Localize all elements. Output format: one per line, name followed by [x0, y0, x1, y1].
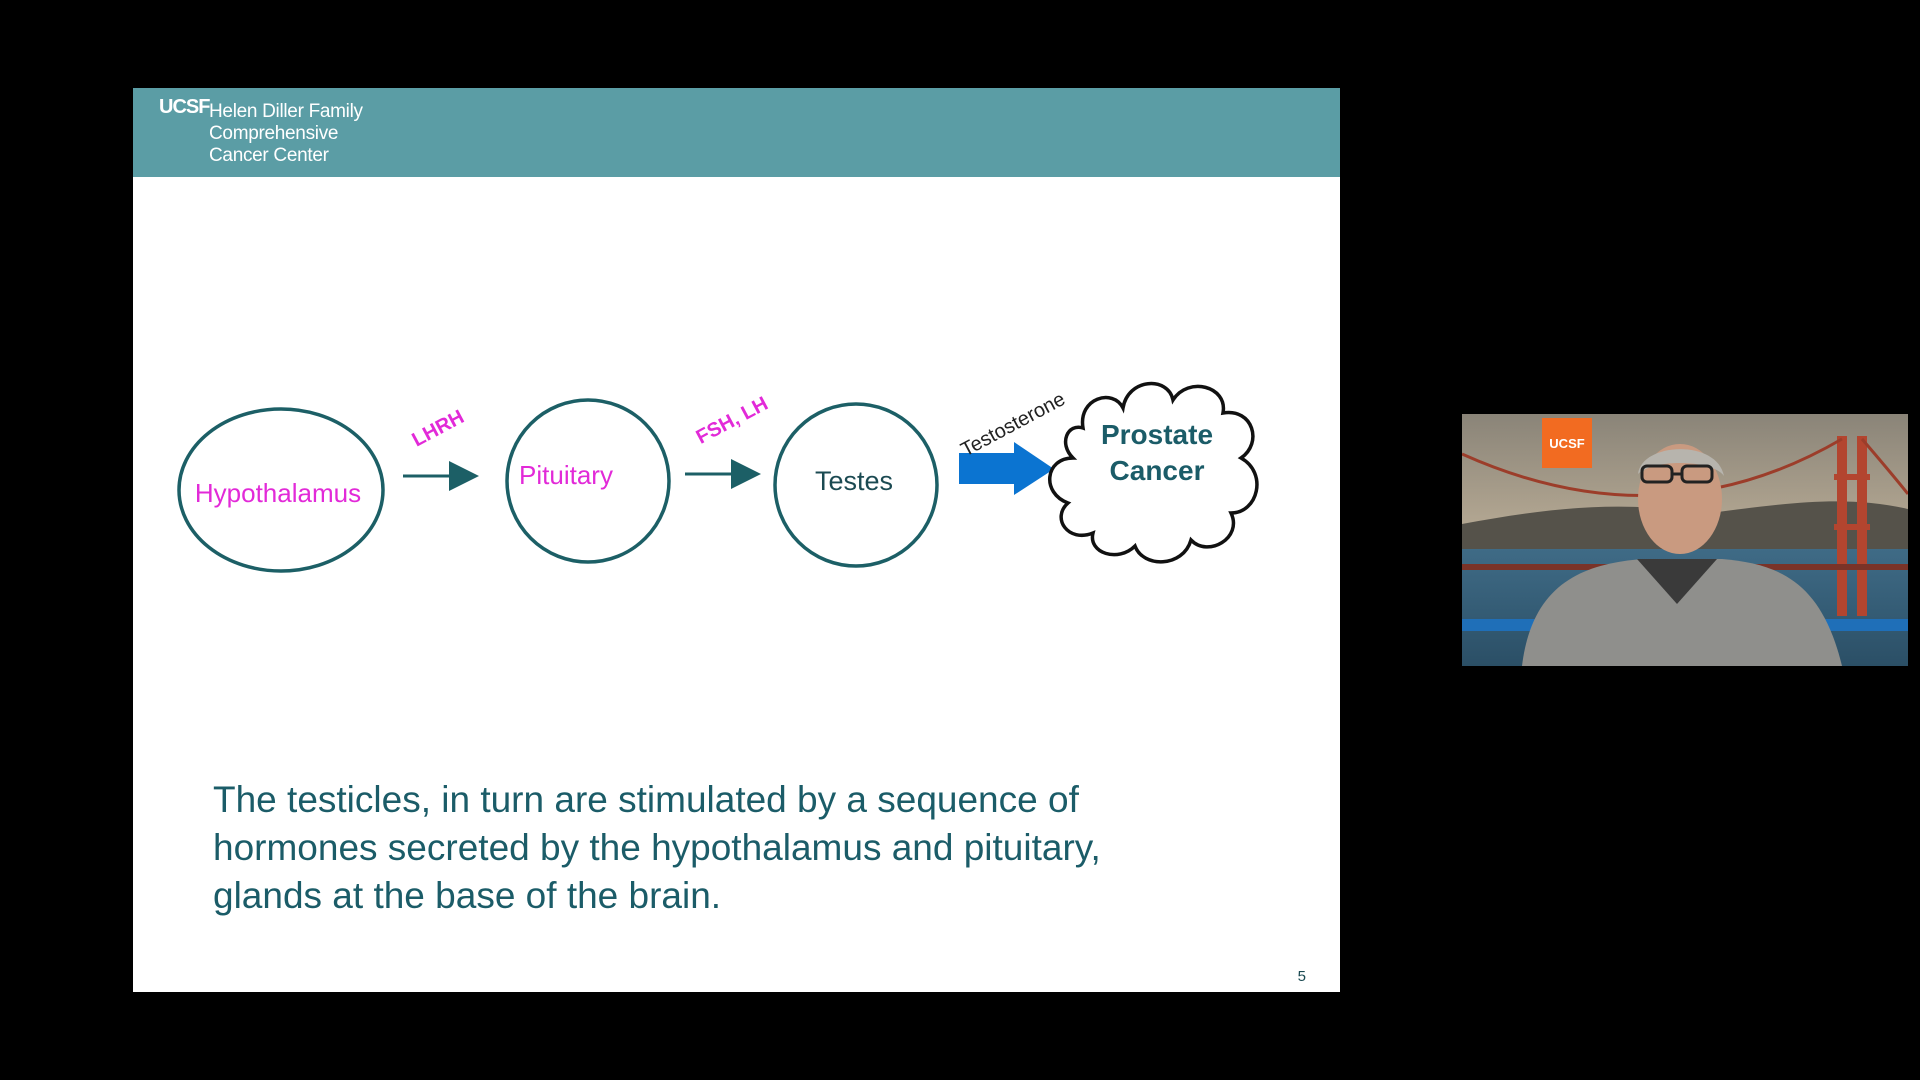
pituitary-label: Pituitary	[519, 460, 613, 490]
testes-node	[773, 402, 939, 568]
logo-line-2: Comprehensive	[209, 123, 339, 144]
pituitary-node	[505, 398, 671, 564]
fsh-lh-label: FSH, LH	[693, 393, 772, 449]
logo-line-1: Helen Diller Family	[209, 101, 363, 122]
ucsf-badge-logo: UCSF	[1542, 418, 1592, 468]
body-line-3: glands at the base of the brain.	[213, 875, 722, 916]
slide-body-text: The testicles, in turn are stimulated by…	[213, 776, 1273, 920]
presentation-slide: UCSF Helen Diller Family Comprehensive C…	[133, 88, 1340, 992]
hormone-pathway-diagram: Hypothalamus LHRH Pituitary FSH, LH Test…	[177, 382, 1259, 573]
prostate-cancer-label-line-1: Prostate	[1101, 419, 1213, 450]
cancer-center-logo-text: Helen Diller Family Comprehensive Cancer…	[209, 101, 363, 167]
testosterone-arrow	[959, 442, 1054, 495]
testes-label: Testes	[815, 466, 893, 496]
lhrh-label: LHRH	[408, 406, 467, 452]
ucsf-logo-mark: UCSF	[159, 96, 210, 118]
presenter-webcam-video[interactable]: UCSF	[1462, 414, 1908, 666]
body-line-2: hormones secreted by the hypothalamus an…	[213, 827, 1101, 868]
prostate-cancer-cloud	[1048, 382, 1259, 564]
logo-line-3: Cancer Center	[209, 145, 329, 166]
slide-page-number: 5	[1297, 968, 1306, 985]
hypothalamus-node	[177, 407, 385, 573]
testosterone-label: Testosterone	[957, 388, 1068, 461]
prostate-cancer-label-line-2: Cancer	[1110, 455, 1205, 486]
slide-header-bar: UCSF Helen Diller Family Comprehensive C…	[133, 88, 1340, 177]
webcam-scene	[1462, 414, 1908, 666]
hypothalamus-label: Hypothalamus	[195, 478, 361, 508]
body-line-1: The testicles, in turn are stimulated by…	[213, 779, 1079, 820]
